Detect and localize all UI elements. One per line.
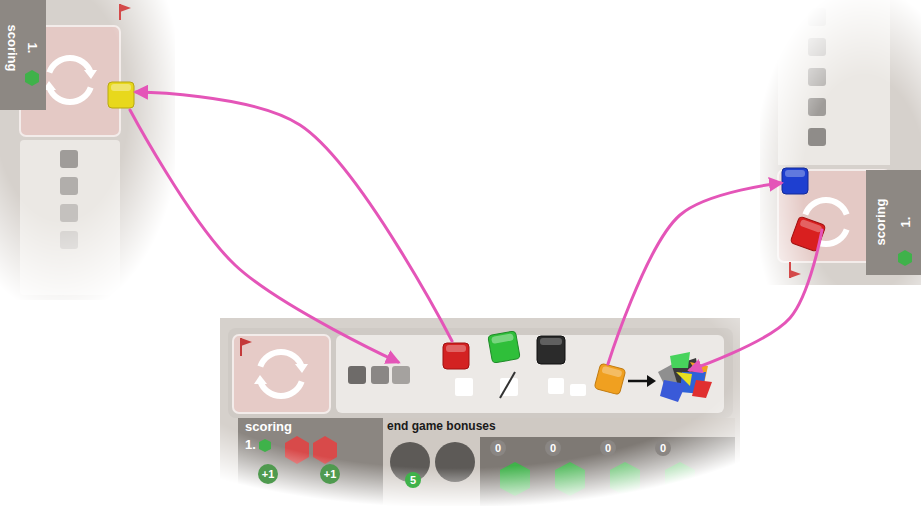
player-flag bbox=[241, 338, 252, 356]
left-board bbox=[0, 0, 175, 300]
board-panel: scoring 1. bbox=[0, 0, 165, 290]
hex-token bbox=[898, 250, 912, 266]
hex-token bbox=[259, 439, 271, 452]
yellow-cube bbox=[108, 82, 134, 108]
bonus-value: +1 bbox=[320, 464, 340, 484]
player-flag bbox=[790, 262, 801, 278]
score-counter: 0 bbox=[545, 440, 561, 456]
move-arrow bbox=[608, 183, 781, 364]
move-arrow bbox=[690, 230, 822, 370]
score-counter: 0 bbox=[490, 440, 506, 456]
scoring-strip bbox=[866, 170, 921, 275]
board-panel: scoring 1. bbox=[765, 0, 921, 280]
panel-text: 1. bbox=[25, 43, 40, 54]
panel-text: 1. bbox=[245, 437, 256, 452]
move-arrow bbox=[130, 110, 398, 362]
hex-token bbox=[25, 70, 39, 86]
cube-pile bbox=[658, 352, 712, 402]
scoring-strip bbox=[0, 0, 46, 110]
panel-text: scoring bbox=[873, 199, 888, 246]
track-cubes bbox=[348, 331, 656, 398]
panel-text: 1. bbox=[898, 217, 913, 228]
bonus-value: +1 bbox=[258, 464, 278, 484]
score-counter: 0 bbox=[600, 440, 616, 456]
blue-cube bbox=[782, 168, 808, 194]
panel-text: end game bonuses bbox=[387, 419, 496, 433]
board-panel: scoring 1. end game bonuses bbox=[225, 320, 735, 506]
player-flag bbox=[120, 4, 131, 20]
panel-text: scoring bbox=[245, 419, 292, 434]
score-counter: 0 bbox=[655, 440, 671, 456]
panel-text: scoring bbox=[5, 25, 20, 72]
bonus-value: 5 bbox=[405, 472, 421, 488]
right-board bbox=[760, 0, 921, 285]
bottom-board bbox=[220, 318, 740, 506]
move-arrow bbox=[136, 92, 452, 341]
